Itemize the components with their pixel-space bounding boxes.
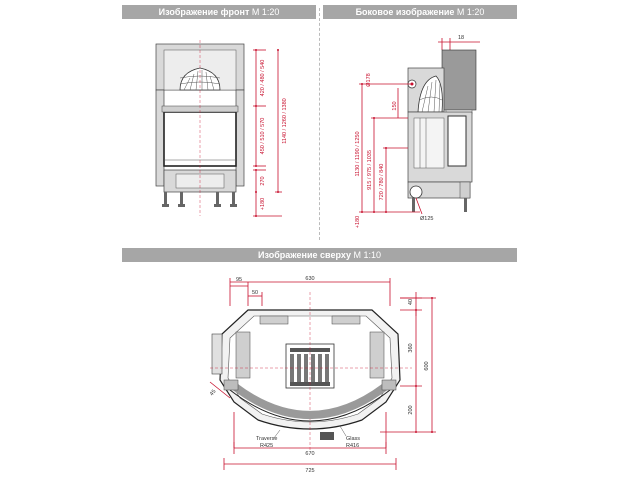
front-legs xyxy=(162,192,237,207)
side-view-title: Боковое изображение xyxy=(355,7,455,17)
top-traverse-arc xyxy=(229,389,391,422)
front-dome-ribs xyxy=(179,70,221,91)
top-dim-630: 630 xyxy=(305,276,314,282)
side-glass xyxy=(447,115,467,167)
side-dim-flue-height: 1130 / 1190 / 1250 xyxy=(355,131,361,176)
view-divider xyxy=(319,8,320,240)
front-view-scale: М 1:20 xyxy=(249,7,280,17)
side-inner-chamber xyxy=(413,117,445,169)
traverse-radius: R425 xyxy=(260,443,273,449)
top-dimension-lines-upper xyxy=(229,278,391,306)
side-flue-leader xyxy=(415,197,423,215)
top-right-insulation xyxy=(369,331,385,379)
top-view-header: Изображение сверху М 1:10 xyxy=(122,248,517,262)
side-chamber-lines xyxy=(419,118,427,168)
top-dim-50: 50 xyxy=(252,290,258,296)
side-view-header: Боковое изображение М 1:20 xyxy=(323,5,517,19)
side-dimension-ticks xyxy=(361,83,387,213)
side-dimension-lines xyxy=(359,83,420,213)
side-dim-legs: +180 xyxy=(355,216,361,228)
front-dim-door: 450 / 510 / 570 xyxy=(260,118,266,155)
top-rear-insulation-l xyxy=(259,315,289,325)
side-air-inlet xyxy=(409,185,423,199)
top-dim-95: 95 xyxy=(236,277,242,283)
top-dim-45: 45 xyxy=(209,389,218,398)
front-view-drawing: 420 / 480 / 540 450 / 510 / 570 1140 / 1… xyxy=(155,40,288,217)
front-left-panel xyxy=(155,89,165,187)
top-dim-600: 600 xyxy=(424,361,430,370)
side-dim-150: 150 xyxy=(392,101,398,110)
top-view-drawing: 95 630 50 45 40 360 200 600 xyxy=(209,276,436,474)
side-dim-flue-dia: Ø178 xyxy=(366,73,372,86)
top-left-bracket xyxy=(223,379,239,391)
side-dim-low-height: 720 / 780 / 840 xyxy=(379,164,385,201)
top-glass-arc xyxy=(231,382,389,419)
top-dimension-lines-right xyxy=(380,292,436,433)
front-dimension-lines xyxy=(253,49,282,217)
glass-radius: R416 xyxy=(346,443,359,449)
side-base-foot xyxy=(459,181,471,199)
glass-leader xyxy=(339,425,347,437)
traverse-label: Traverse xyxy=(256,436,278,442)
side-dome-ribs xyxy=(418,79,443,113)
front-dim-total: 1140 / 1260 / 1380 xyxy=(282,98,288,143)
front-dim-legs: +180 xyxy=(260,198,266,210)
front-view-header: Изображение фронт М 1:20 xyxy=(122,5,316,19)
side-dim-mid-height: 915 / 975 / 1035 xyxy=(367,150,373,190)
top-rear-insulation-r xyxy=(331,315,361,325)
top-dim-40: 40 xyxy=(408,299,414,305)
top-dimension-ticks-right xyxy=(415,297,433,433)
side-dim-18: 18 xyxy=(458,35,464,41)
front-view-title: Изображение фронт xyxy=(158,7,250,17)
top-left-wing xyxy=(211,333,223,375)
top-handle xyxy=(320,432,334,440)
top-left-insulation xyxy=(235,331,251,379)
front-dim-upper: 420 / 480 / 540 xyxy=(260,60,266,97)
top-view-title: Изображение сверху xyxy=(258,250,351,260)
side-view-scale: М 1:20 xyxy=(454,7,485,17)
top-right-bracket xyxy=(381,379,397,391)
glass-label: Glass xyxy=(346,436,360,442)
side-flue-label: Ø125 xyxy=(420,216,433,222)
side-top-dim xyxy=(438,38,480,50)
front-dim-base: 270 xyxy=(260,176,266,185)
top-dim-200: 200 xyxy=(408,405,414,414)
top-dim-360: 360 xyxy=(408,343,414,352)
top-view-scale: М 1:10 xyxy=(350,250,381,260)
front-right-panel xyxy=(235,89,245,187)
side-rear-wall xyxy=(441,49,477,111)
side-legs xyxy=(412,198,467,212)
top-angle-line xyxy=(209,381,231,399)
top-dimension-lines-bottom xyxy=(223,412,397,470)
top-dim-670: 670 xyxy=(305,451,314,457)
side-view-drawing: 18 Ø178 1130 / 1190 / 1250 915 / 975 / 1… xyxy=(355,35,480,228)
traverse-leader xyxy=(273,429,281,439)
top-dim-725: 725 xyxy=(305,468,314,474)
front-dimension-ticks xyxy=(255,49,279,217)
